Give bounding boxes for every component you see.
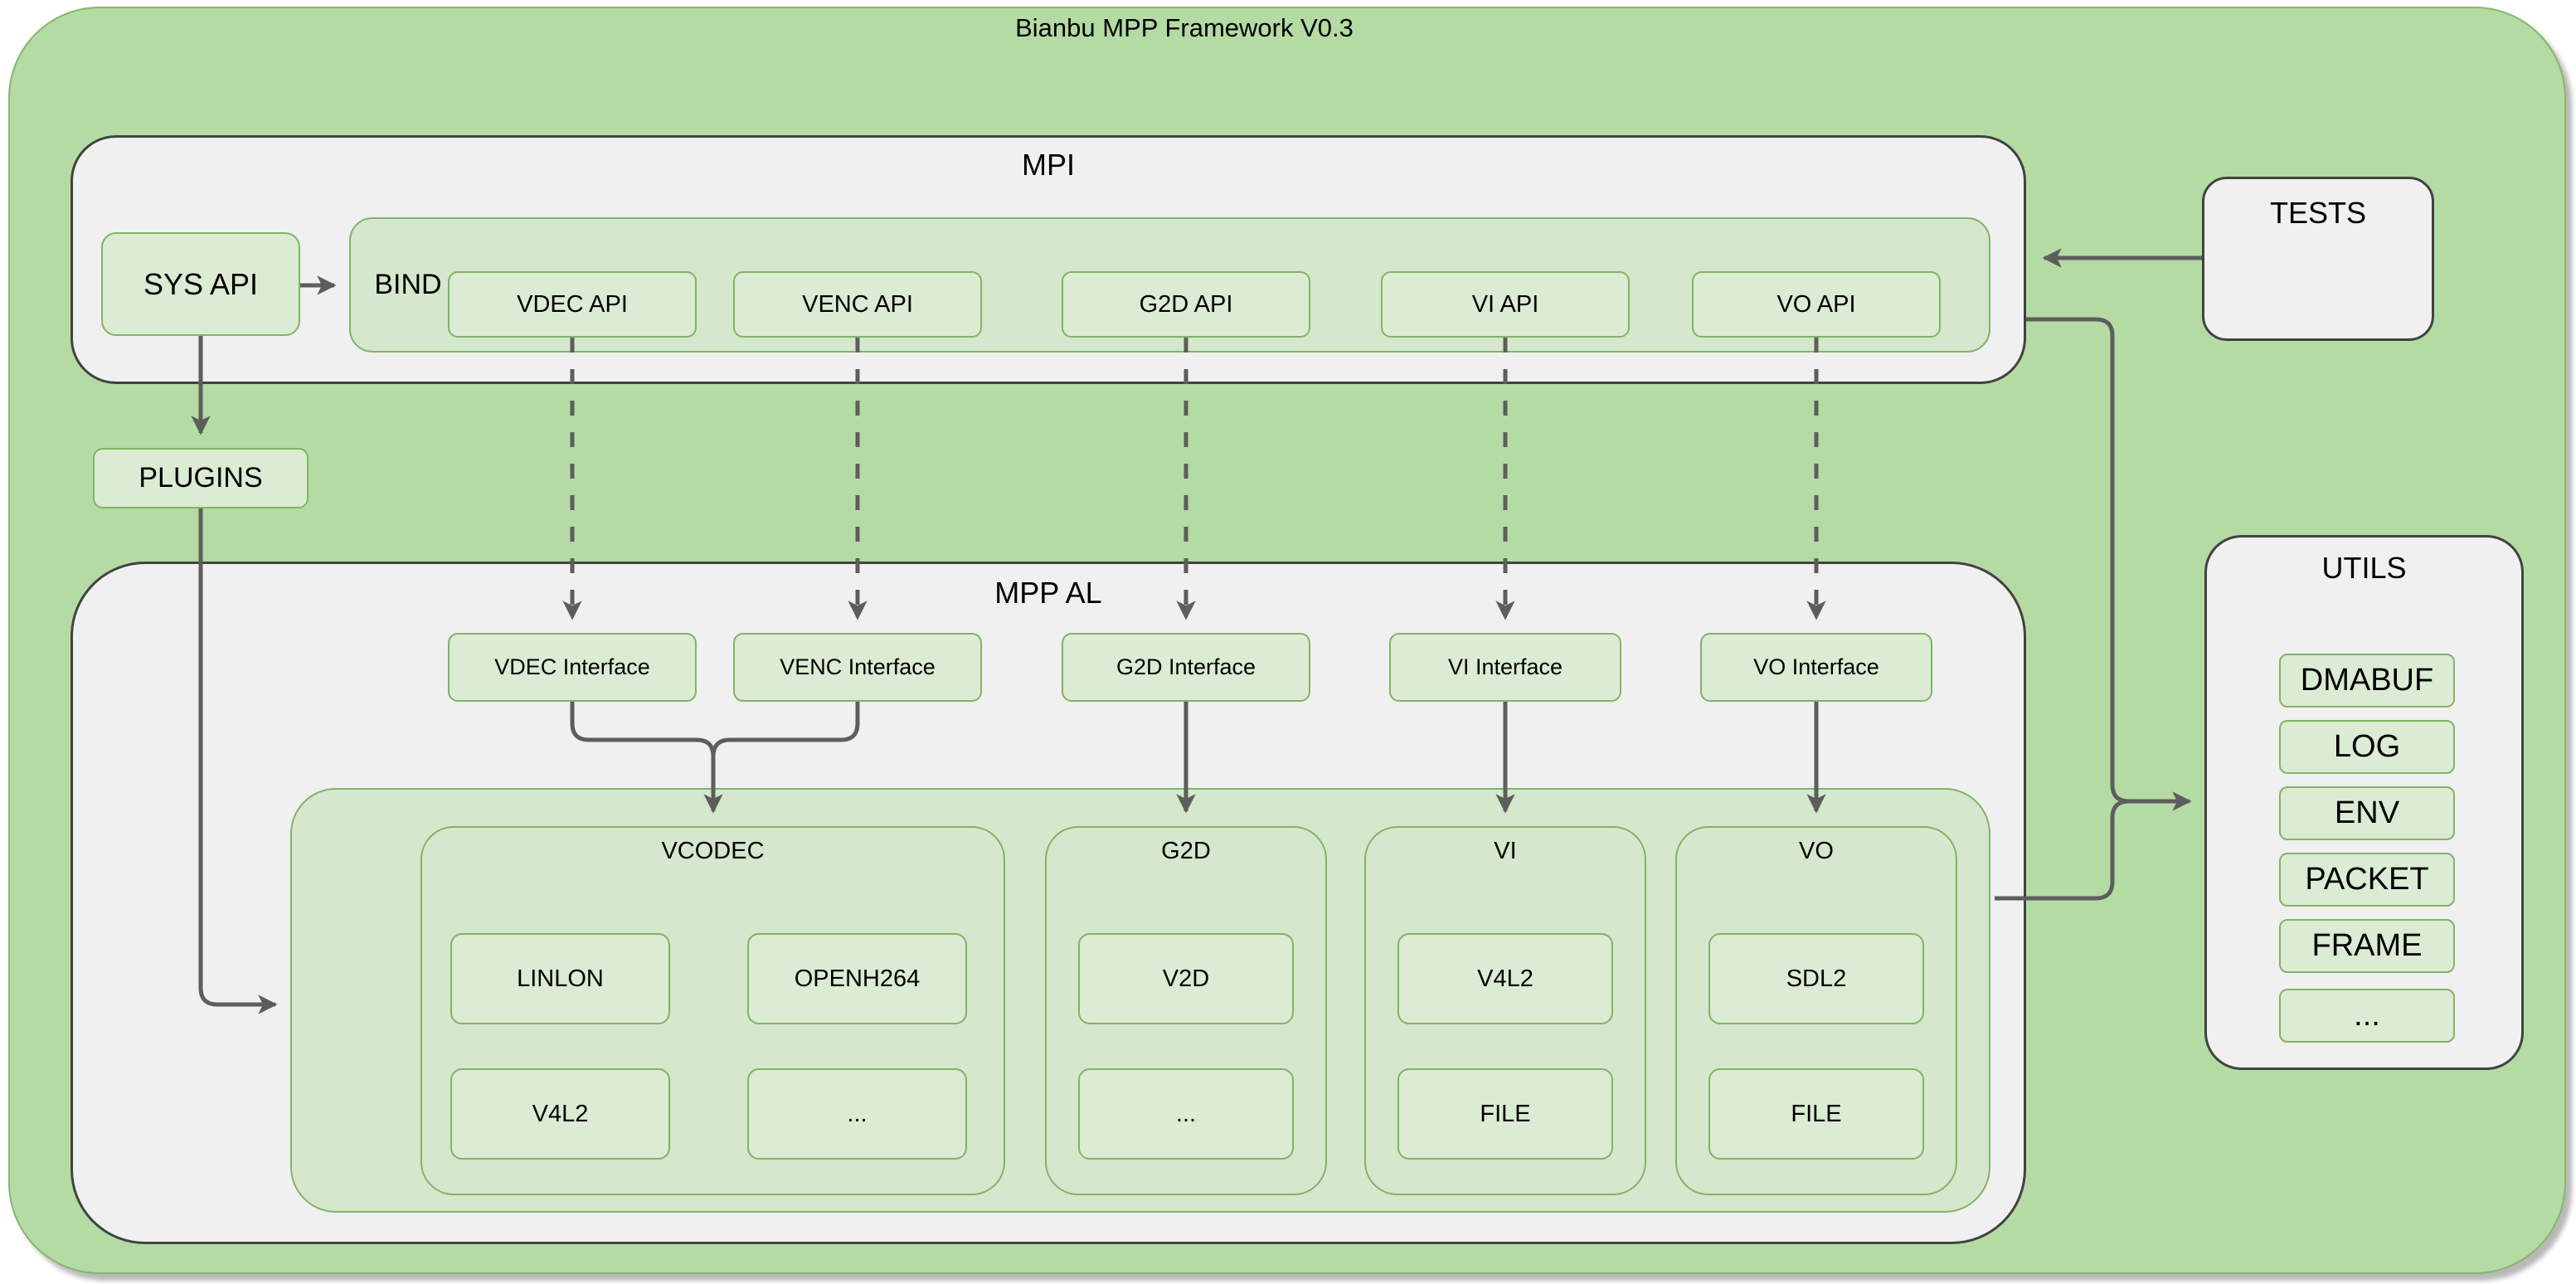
node-g2d-interface-label: G2D Interface bbox=[1115, 654, 1256, 679]
node-vi-file-label: FILE bbox=[1480, 1100, 1531, 1127]
node-utils-more-label: ... bbox=[2354, 998, 2380, 1033]
node-openh264-label: OPENH264 bbox=[794, 965, 921, 992]
diagram-title: Bianbu MPP Framework V0.3 bbox=[1015, 13, 1354, 42]
module-g2d-title: G2D bbox=[1161, 838, 1211, 864]
node-vo-interface: VO Interface bbox=[1700, 633, 1932, 702]
node-plugins-label: PLUGINS bbox=[139, 462, 263, 494]
node-vdec-api-label: VDEC API bbox=[517, 290, 628, 318]
node-frame-label: FRAME bbox=[2311, 928, 2423, 963]
node-vo-api-label: VO API bbox=[1776, 290, 1856, 318]
node-vi-interface: VI Interface bbox=[1389, 633, 1621, 702]
node-venc-interface: VENC Interface bbox=[733, 633, 982, 702]
node-vdec-api: VDEC API bbox=[448, 271, 697, 338]
module-vcodec-title: VCODEC bbox=[661, 838, 765, 864]
node-g2d-api: G2D API bbox=[1062, 271, 1310, 338]
node-vo-file-label: FILE bbox=[1791, 1100, 1842, 1127]
node-log-label: LOG bbox=[2333, 729, 2401, 764]
node-linlon-label: LINLON bbox=[517, 965, 604, 992]
node-vi-api-label: VI API bbox=[1471, 290, 1539, 318]
node-vo-file: FILE bbox=[1708, 1068, 1924, 1160]
node-sys-api-label: SYS API bbox=[143, 266, 259, 301]
mpi-section-title: MPI bbox=[1021, 148, 1075, 182]
node-g2d-more-label: ... bbox=[1175, 1100, 1197, 1127]
node-utils-more: ... bbox=[2279, 989, 2455, 1043]
node-vdec-interface: VDEC Interface bbox=[448, 633, 697, 702]
node-g2d-more: ... bbox=[1078, 1068, 1294, 1160]
node-venc-interface-label: VENC Interface bbox=[780, 654, 936, 679]
node-env-label: ENV bbox=[2334, 795, 2400, 830]
node-linlon: LINLON bbox=[450, 933, 670, 1024]
node-sdl2-label: SDL2 bbox=[1786, 965, 1847, 992]
node-dmabuf-label: DMABUF bbox=[2300, 663, 2434, 698]
node-packet-label: PACKET bbox=[2305, 862, 2429, 897]
node-vo-interface-label: VO Interface bbox=[1753, 654, 1879, 679]
node-log: LOG bbox=[2279, 720, 2455, 774]
node-vi-api: VI API bbox=[1381, 271, 1630, 338]
node-g2d-api-label: G2D API bbox=[1139, 290, 1233, 318]
node-dmabuf: DMABUF bbox=[2279, 654, 2455, 708]
tests-section bbox=[2202, 177, 2434, 341]
node-venc-api-label: VENC API bbox=[802, 290, 913, 318]
node-vi-v4l2-label: V4L2 bbox=[1477, 965, 1533, 992]
node-vi-file: FILE bbox=[1397, 1068, 1613, 1160]
bind-label: BIND bbox=[374, 269, 442, 300]
node-vi-interface-label: VI Interface bbox=[1447, 654, 1563, 679]
module-vo-title: VO bbox=[1799, 838, 1834, 864]
node-frame: FRAME bbox=[2279, 919, 2455, 973]
node-g2d-interface: G2D Interface bbox=[1062, 633, 1310, 702]
node-venc-api: VENC API bbox=[733, 271, 982, 338]
node-openh264: OPENH264 bbox=[747, 933, 967, 1024]
node-vdec-interface-label: VDEC Interface bbox=[494, 654, 650, 679]
module-vi-title: VI bbox=[1494, 838, 1517, 864]
mpp-al-title: MPP AL bbox=[994, 576, 1102, 610]
node-env: ENV bbox=[2279, 786, 2455, 840]
node-vo-api: VO API bbox=[1692, 271, 1941, 338]
node-vi-v4l2: V4L2 bbox=[1397, 933, 1613, 1024]
node-plugins: PLUGINS bbox=[93, 448, 309, 508]
node-packet: PACKET bbox=[2279, 853, 2455, 907]
node-v2d-label: V2D bbox=[1162, 965, 1210, 992]
node-vcodec-more-label: ... bbox=[847, 1100, 868, 1127]
utils-title: UTILS bbox=[2321, 551, 2407, 585]
node-vcodec-more: ... bbox=[747, 1068, 967, 1160]
node-sdl2: SDL2 bbox=[1708, 933, 1924, 1024]
node-v2d: V2D bbox=[1078, 933, 1294, 1024]
node-vcodec-v4l2: V4L2 bbox=[450, 1068, 670, 1160]
node-vcodec-v4l2-label: V4L2 bbox=[532, 1100, 589, 1127]
tests-title: TESTS bbox=[2269, 196, 2366, 230]
node-sys-api: SYS API bbox=[101, 232, 300, 336]
